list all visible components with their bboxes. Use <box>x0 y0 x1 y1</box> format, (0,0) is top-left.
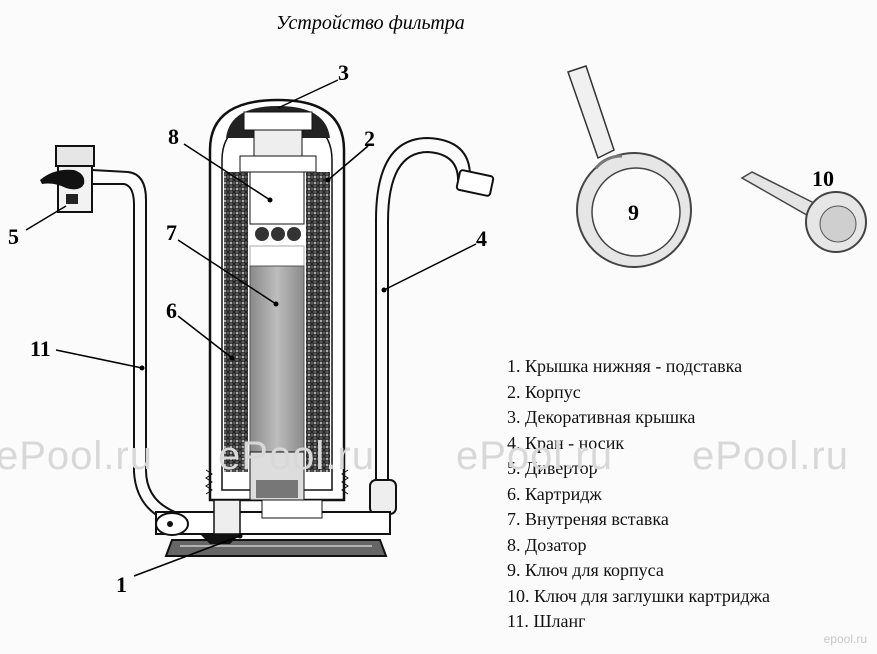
spout <box>375 136 471 480</box>
callout-9: 9 <box>628 200 639 225</box>
legend-item: 8. Дозатор <box>507 534 587 555</box>
callout-1: 1 <box>116 572 127 597</box>
legend-item: 2. Корпус <box>507 381 581 402</box>
legend-item: 3. Декоративная крышка <box>507 407 696 427</box>
leader-lines <box>25 79 477 577</box>
legend-item: 1. Крышка нижняя - подставка <box>507 356 743 376</box>
legend-item: 7. Внутреняя вставка <box>507 509 669 529</box>
inner-insert <box>249 265 305 453</box>
leader-dots <box>139 177 387 539</box>
cartridge-key <box>740 171 867 253</box>
diverter <box>40 145 95 213</box>
watermark: ePool.ru <box>692 434 849 478</box>
legend-item: 6. Картридж <box>507 483 602 504</box>
callout-2: 2 <box>364 126 375 151</box>
callout-7: 7 <box>166 220 177 245</box>
callout-10: 10 <box>812 166 834 191</box>
watermark: ePool.ru <box>456 434 613 478</box>
callout-6: 6 <box>166 298 177 323</box>
legend-item: 5. Дивертор <box>507 458 598 478</box>
legend-list: 1. Крышка нижняя - подставка 2. Корпус 3… <box>507 354 770 635</box>
legend-item: 11. Шланг <box>507 611 586 631</box>
callout-5: 5 <box>8 224 19 249</box>
watermark: ePool.ru <box>218 434 375 478</box>
callout-3: 3 <box>338 60 349 85</box>
filter-body <box>205 98 349 502</box>
callout-8: 8 <box>168 124 179 149</box>
legend-item: 4. Кран - носик <box>507 432 625 453</box>
legend-item: 10. Ключ для заглушки картриджа <box>507 585 771 606</box>
cartridge-left <box>224 172 248 472</box>
spout-base <box>369 479 397 515</box>
base <box>155 499 391 557</box>
hose <box>91 169 176 521</box>
cartridge-right <box>306 172 330 472</box>
diagram-title: Устройство фильтра <box>276 12 465 34</box>
callout-4: 4 <box>476 226 487 251</box>
watermark: ePool.ru <box>0 434 153 478</box>
callout-11: 11 <box>30 336 51 361</box>
watermark-small: epool.ru <box>823 632 867 646</box>
doser <box>249 171 305 225</box>
spout-tip <box>455 169 495 197</box>
legend-item: 9. Ключ для корпуса <box>507 560 664 580</box>
housing-key <box>567 65 692 268</box>
